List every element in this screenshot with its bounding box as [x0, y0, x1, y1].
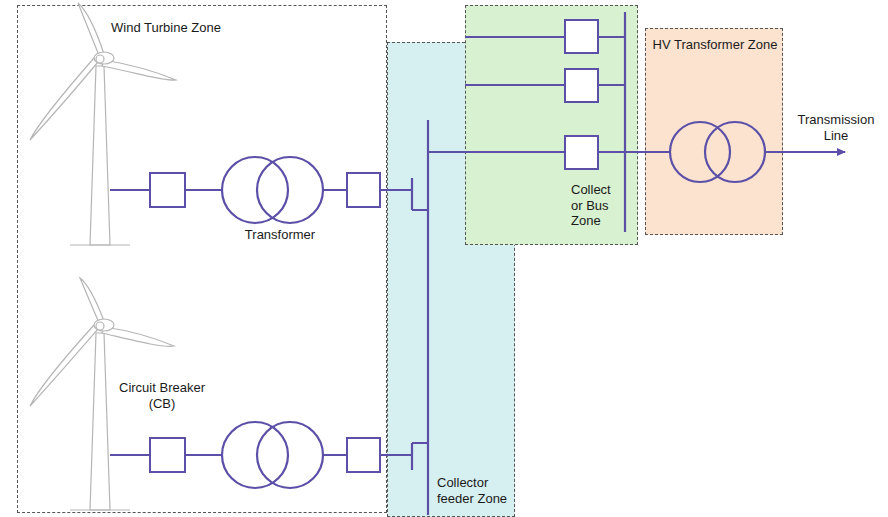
transformer-label: Transformer [232, 227, 328, 243]
wind-turbine [30, 3, 176, 245]
zone-label: HV Transformer Zone [652, 37, 778, 53]
circuit-breaker [150, 20, 598, 472]
transformer-symbol [222, 122, 765, 488]
bus-zone: Collect or Bus Zone [465, 5, 638, 245]
circuit-breaker-label: Circuit Breaker (CB) [110, 380, 214, 411]
zone-label: Collector feeder Zone [437, 475, 511, 506]
wind-turbine-zone: Wind Turbine Zone [17, 5, 387, 513]
transmission-line-label: Transmission Line [788, 112, 884, 143]
zone-label: Collect or Bus Zone [571, 182, 625, 229]
wiring [110, 12, 845, 515]
zone-label: Wind Turbine Zone [111, 20, 221, 36]
